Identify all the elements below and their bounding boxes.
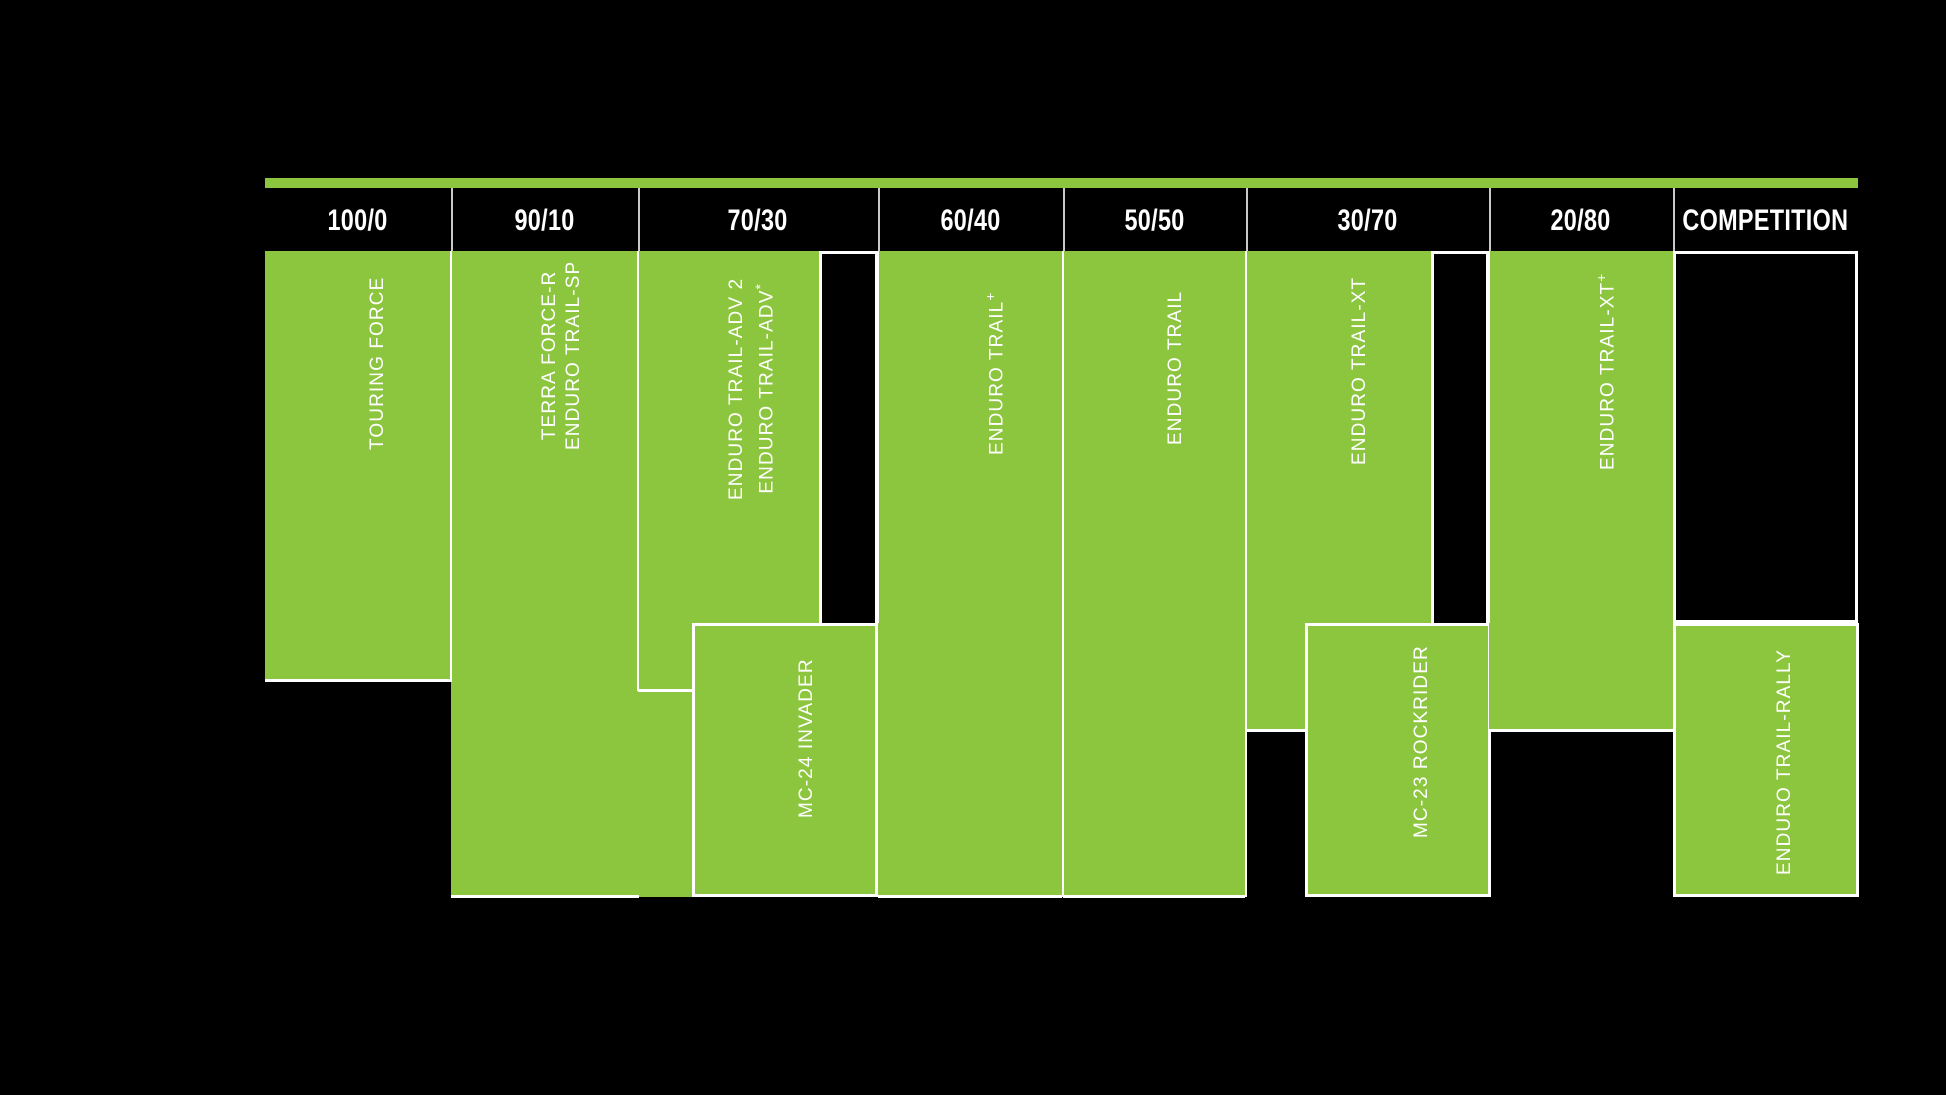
bar-label-terra-force-group: TERRA FORCE-R ENDURO TRAIL-SP <box>539 260 584 450</box>
header-divider <box>1246 188 1248 251</box>
bar-label-enduro-trail-plus: ENDURO TRAIL+ <box>979 293 1009 455</box>
bar-divider <box>1488 251 1490 623</box>
header-label: 20/80 <box>1550 203 1612 237</box>
header-cell-100-0[interactable]: 100/0 <box>265 190 451 251</box>
bar-label-touring-force: TOURING FORCE <box>367 276 388 450</box>
bar-divider <box>1245 251 1247 897</box>
bar-touring-force[interactable] <box>265 251 452 681</box>
header-divider <box>1063 188 1065 251</box>
header-label: 50/50 <box>1124 203 1185 237</box>
bar-label-text: ENDURO TRAIL+ <box>983 292 1008 455</box>
bar-mc23-rockrider[interactable] <box>1305 623 1491 897</box>
bar-label-enduro-trail: ENDURO TRAIL <box>1165 290 1186 445</box>
bar-enduro-trail-rally[interactable] <box>1673 623 1859 897</box>
bar-divider <box>637 251 639 691</box>
bar-edge <box>1489 729 1674 732</box>
bar-divider <box>877 251 879 623</box>
bar-label-mc23-rockrider: MC-23 ROCKRIDER <box>1411 645 1432 838</box>
header-divider <box>1673 188 1675 251</box>
header-label: COMPETITION <box>1682 203 1849 237</box>
bar-edge <box>1063 895 1245 898</box>
header-cell-70-30[interactable]: 70/30 <box>638 190 878 251</box>
header-cell-30-70[interactable]: 30/70 <box>1246 190 1489 251</box>
header-cell-20-80[interactable]: 20/80 <box>1489 190 1673 251</box>
header-label: 60/40 <box>940 203 1001 237</box>
bar-edge <box>878 895 1062 898</box>
bar-edge <box>638 689 693 692</box>
header-label: 90/10 <box>514 203 575 237</box>
bar-label-enduro-trail-adv-group: ENDURO TRAIL-ADV 2 ENDURO TRAIL-ADV* <box>726 277 778 500</box>
header-cell-90-10[interactable]: 90/10 <box>451 190 638 251</box>
bar-edge <box>1246 729 1308 732</box>
bar-enduro-trail-adv[interactable] <box>638 251 819 691</box>
header-divider <box>451 188 453 251</box>
header-divider <box>878 188 880 251</box>
bar-terra-force-r[interactable] <box>451 251 639 897</box>
bar-divider <box>450 251 452 681</box>
bar-divider <box>1062 251 1064 897</box>
bar-enduro-trail[interactable] <box>1063 251 1245 897</box>
header-divider <box>1489 188 1491 251</box>
bar-label-enduro-trail-rally: ENDURO TRAIL-RALLY <box>1774 648 1795 875</box>
header-label: 70/30 <box>727 203 789 237</box>
bar-edge <box>451 895 639 898</box>
bar-edge <box>265 679 452 682</box>
header-label: 100/0 <box>327 203 389 237</box>
header-cell-50-50[interactable]: 50/50 <box>1063 190 1246 251</box>
gap-30-70-upper <box>1431 251 1489 627</box>
header-cell-60-40[interactable]: 60/40 <box>878 190 1063 251</box>
bar-mc24-invader[interactable] <box>692 623 878 897</box>
header-cell-competition[interactable]: COMPETITION <box>1673 190 1858 251</box>
bar-enduro-trail-plus[interactable] <box>878 251 1062 897</box>
gap-70-30-upper <box>819 251 878 631</box>
header-label: 30/70 <box>1337 203 1398 237</box>
top-accent-bar <box>265 178 1858 188</box>
bar-label-mc24-invader: MC-24 INVADER <box>796 658 817 818</box>
gap-competition-upper <box>1673 251 1858 623</box>
bar-label-enduro-trail-xt-plus: ENDURO TRAIL-XT+ <box>1594 273 1619 470</box>
header-divider <box>638 188 640 251</box>
bar-label-enduro-trail-xt: ENDURO TRAIL-XT <box>1349 276 1370 465</box>
bar-enduro-trail-xt-plus[interactable] <box>1489 251 1674 731</box>
